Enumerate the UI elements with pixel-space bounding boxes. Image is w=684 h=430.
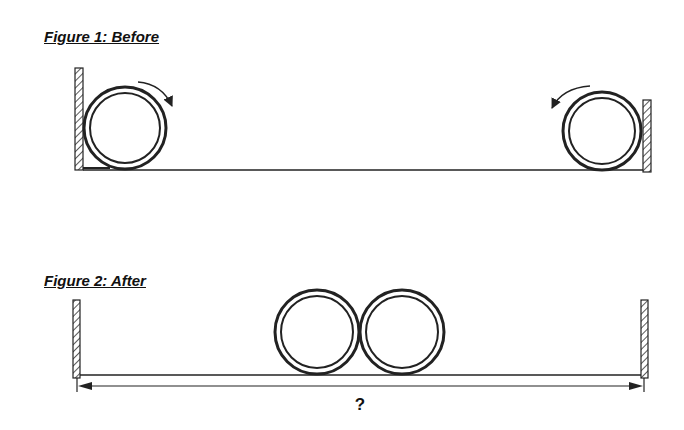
floor: [83, 167, 110, 169]
floor: [83, 169, 643, 171]
rotation-arrow: [552, 86, 590, 108]
rotation-arrow: [138, 82, 172, 106]
dimension-tick: [643, 378, 644, 392]
figure-heading: Figure 2: After: [44, 272, 146, 289]
ring: [84, 87, 166, 169]
wall: [75, 68, 83, 170]
ring: [275, 290, 359, 374]
ring: [563, 92, 641, 170]
dimension-line: [90, 385, 632, 386]
dimension-arrowhead: [629, 382, 643, 390]
ring: [569, 98, 635, 164]
wall: [73, 300, 80, 378]
before-scene: [75, 68, 651, 172]
after-scene: [73, 290, 648, 392]
ring: [90, 93, 160, 163]
wall: [641, 300, 648, 378]
floor: [80, 374, 641, 376]
ring: [366, 296, 438, 368]
dimension-arrowhead: [78, 382, 92, 390]
dimension-label: ?: [352, 395, 368, 415]
dimension-tick: [76, 378, 77, 392]
ring: [360, 290, 444, 374]
wall: [643, 100, 651, 172]
ring: [281, 296, 353, 368]
figure-heading: Figure 1: Before: [44, 28, 159, 45]
